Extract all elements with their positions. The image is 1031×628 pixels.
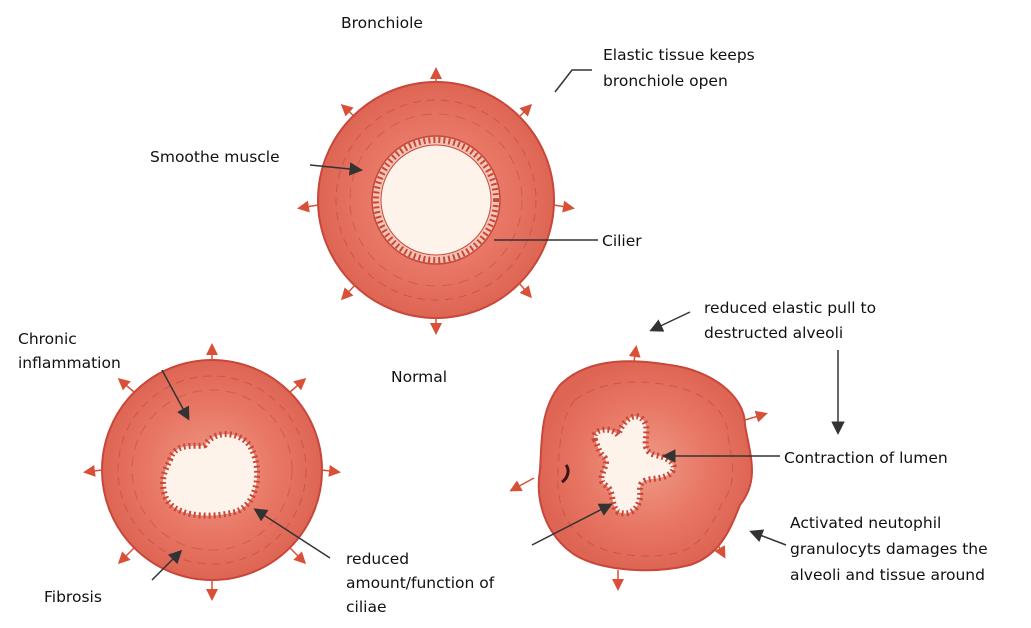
label-neutrophil-2: granulocyts damages the: [790, 538, 988, 560]
label-pull-2: destructed alveoli: [704, 322, 843, 344]
label-chronic-2: inflammation: [18, 352, 121, 374]
pointer-neutrophil: [752, 532, 786, 545]
label-fibrosis: Fibrosis: [44, 586, 102, 608]
label-elastic-1: Elastic tissue keeps: [603, 44, 755, 66]
label-cilier: Cilier: [602, 230, 642, 252]
label-reduced-3: ciliae: [346, 596, 386, 618]
label-neutrophil-3: alveoli and tissue around: [790, 564, 985, 586]
label-reduced-2: amount/function of: [346, 572, 494, 594]
emphysema-bronchiole: [512, 348, 765, 588]
pointer-elastic-pull: [652, 312, 690, 330]
label-pull-1: reduced elastic pull to: [704, 297, 876, 319]
pointer-elastic: [555, 70, 592, 92]
normal-bronchiole: [300, 70, 572, 332]
label-bronchiole: Bronchiole: [341, 12, 423, 34]
label-contraction: Contraction of lumen: [784, 447, 948, 469]
label-normal: Normal: [391, 366, 447, 388]
inflamed-bronchiole: [86, 346, 338, 598]
label-neutrophil-1: Activated neutophil: [790, 512, 941, 534]
label-chronic-1: Chronic: [18, 328, 77, 350]
normal-lumen: [381, 145, 491, 255]
label-smooth-muscle: Smoothe muscle: [150, 146, 280, 168]
label-reduced-1: reduced: [346, 548, 409, 570]
label-elastic-2: bronchiole open: [603, 70, 728, 92]
